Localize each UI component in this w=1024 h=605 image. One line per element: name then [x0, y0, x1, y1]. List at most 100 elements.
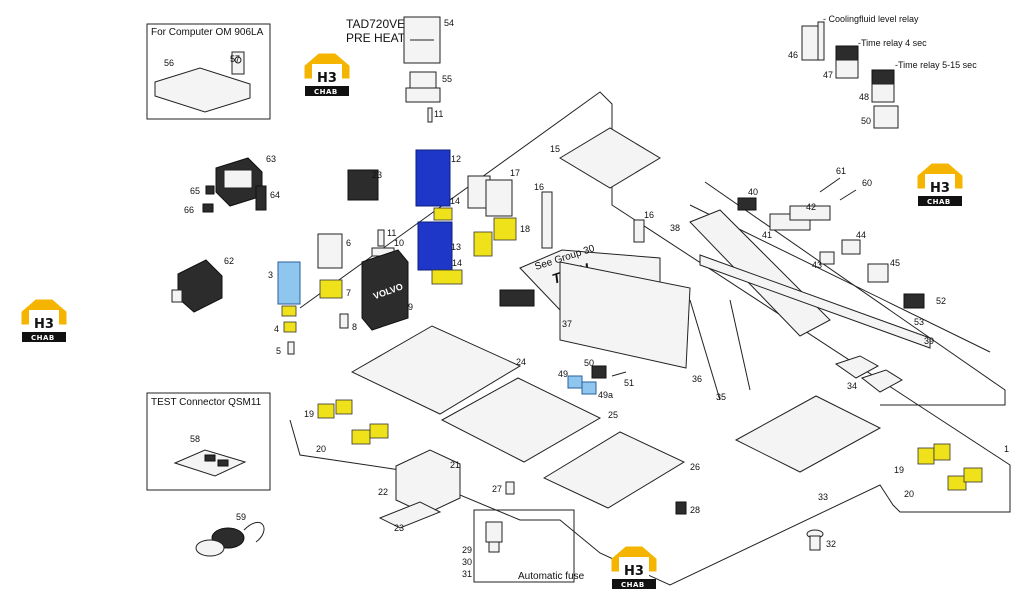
callout-36: 36: [692, 374, 702, 384]
callout-44: 44: [856, 230, 866, 240]
callout-65: 65: [190, 186, 200, 196]
callout-61: 61: [836, 166, 846, 176]
callout-26: 26: [690, 462, 700, 472]
callout-9: 9: [408, 302, 413, 312]
callout-19-left: 19: [304, 409, 314, 419]
callout-19-right: 19: [894, 465, 904, 475]
logo-top-center: H3 CHAB: [304, 53, 350, 97]
logo-left: H3 CHAB: [21, 299, 67, 343]
callout-27: 27: [492, 484, 502, 494]
callout-5: 5: [276, 346, 281, 356]
callout-34: 34: [847, 381, 857, 391]
callout-22: 22: [378, 487, 388, 497]
callout-62: 62: [224, 256, 234, 266]
callout-45: 45: [890, 258, 900, 268]
part-59-connector: [195, 521, 265, 557]
logo-text: H3: [624, 564, 644, 579]
callout-17: 17: [510, 168, 520, 178]
callout-23-bottom: 23: [394, 523, 404, 533]
test-box-title: TEST Connector QSM11: [151, 397, 262, 408]
callout-38: 38: [670, 223, 680, 233]
callout-42: 42: [806, 202, 816, 212]
callout-31: 31: [462, 569, 472, 579]
logo-subtext: CHAB: [927, 198, 951, 206]
callout-29: 29: [462, 545, 472, 555]
logo-bottom: H3 CHAB: [611, 546, 657, 590]
callout-20-right: 20: [904, 489, 914, 499]
callout-32: 32: [826, 539, 836, 549]
tad-label-line2: PRE HEAT: [346, 31, 406, 45]
callout-6: 6: [346, 238, 351, 248]
relay-47-caption: -Time relay 4 sec: [858, 38, 927, 48]
callout-56: 56: [164, 58, 174, 68]
callout-63: 63: [266, 154, 276, 164]
callout-66: 66: [184, 205, 194, 215]
logo-subtext: CHAB: [31, 334, 55, 342]
callout-58: 58: [190, 434, 200, 444]
callout-21: 21: [450, 460, 460, 470]
callout-14-bottom: 14: [452, 258, 462, 268]
callout-53: 53: [914, 317, 924, 327]
callout-49a: 49a: [598, 390, 613, 400]
callout-13: 13: [451, 242, 461, 252]
callout-25: 25: [608, 410, 618, 420]
callout-18: 18: [520, 224, 530, 234]
relay-46-caption: - Coolingfluid level relay: [823, 14, 919, 24]
logo-subtext: CHAB: [621, 581, 645, 589]
callout-50-top: 50: [861, 116, 871, 126]
relay-stack: 46 - Coolingfluid level relay 47 -Time r…: [788, 14, 977, 129]
callout-46: 46: [788, 50, 798, 60]
relay-area: 3 4 5 6 7 8 23 11 10 VOLVO 9 12 13 14 14…: [268, 149, 530, 356]
logo-text: H3: [317, 71, 337, 86]
callout-55: 55: [442, 74, 452, 84]
callout-40: 40: [748, 187, 758, 197]
callout-47: 47: [823, 70, 833, 80]
tecu-area: See Group 30 TECU 37 36 35 49 49a 50 51: [499, 243, 751, 402]
callout-28: 28: [690, 505, 700, 515]
callout-16-right: 16: [644, 210, 654, 220]
upper-right-parts: 15 16 16 38 39 40 41 42 43 44 45 52 53 6…: [534, 127, 946, 393]
left-parts: 63 64 65 66 62 59: [171, 154, 280, 557]
logo-right: H3 CHAB: [917, 163, 963, 207]
callout-48: 48: [859, 92, 869, 102]
callout-37: 37: [562, 319, 572, 329]
callout-7: 7: [346, 288, 351, 298]
callout-39: 39: [924, 336, 934, 346]
callout-57: 57: [230, 54, 240, 64]
tad-label-line1: TAD720VE: [346, 17, 405, 31]
callout-49: 49: [558, 369, 568, 379]
callout-50-mid: 50: [584, 358, 594, 368]
callout-64: 64: [270, 190, 280, 200]
callout-15: 15: [550, 144, 560, 154]
callout-3: 3: [268, 270, 273, 280]
callout-8: 8: [352, 322, 357, 332]
callout-33: 33: [818, 492, 828, 502]
callout-11-mid: 11: [387, 228, 396, 238]
callout-41: 41: [762, 230, 772, 240]
callout-16-left: 16: [534, 182, 544, 192]
logo-subtext: CHAB: [314, 88, 338, 96]
preheat-relay-group: TAD720VE PRE HEAT 54 55 11: [346, 16, 454, 123]
callout-23-top: 23: [372, 170, 382, 180]
callout-52: 52: [936, 296, 946, 306]
callout-10: 10: [394, 238, 404, 248]
relay-48-caption: -Time relay 5-15 sec: [895, 60, 977, 70]
callout-14-top: 14: [450, 196, 460, 206]
callout-1: 1: [1004, 444, 1009, 454]
fuse-boards: 24 25 26 33 28 27: [350, 325, 882, 515]
callout-35: 35: [716, 392, 726, 402]
callout-60: 60: [862, 178, 872, 188]
callout-43: 43: [812, 260, 822, 270]
computer-box-title: For Computer OM 906LA: [151, 27, 264, 38]
callout-51: 51: [624, 378, 634, 388]
callout-11-top: 11: [434, 109, 443, 119]
automatic-fuse-box: 29 30 31 Automatic fuse: [462, 509, 585, 583]
test-connector-box: TEST Connector QSM11 58: [146, 392, 271, 491]
callout-24: 24: [516, 357, 526, 367]
callout-54: 54: [444, 18, 454, 28]
computer-box: For Computer OM 906LA 56 57: [146, 23, 271, 120]
callout-4: 4: [274, 324, 279, 334]
logo-text: H3: [34, 317, 54, 332]
connector-groups: 19 20 21 22 23 19 20 1 32: [304, 399, 1009, 551]
